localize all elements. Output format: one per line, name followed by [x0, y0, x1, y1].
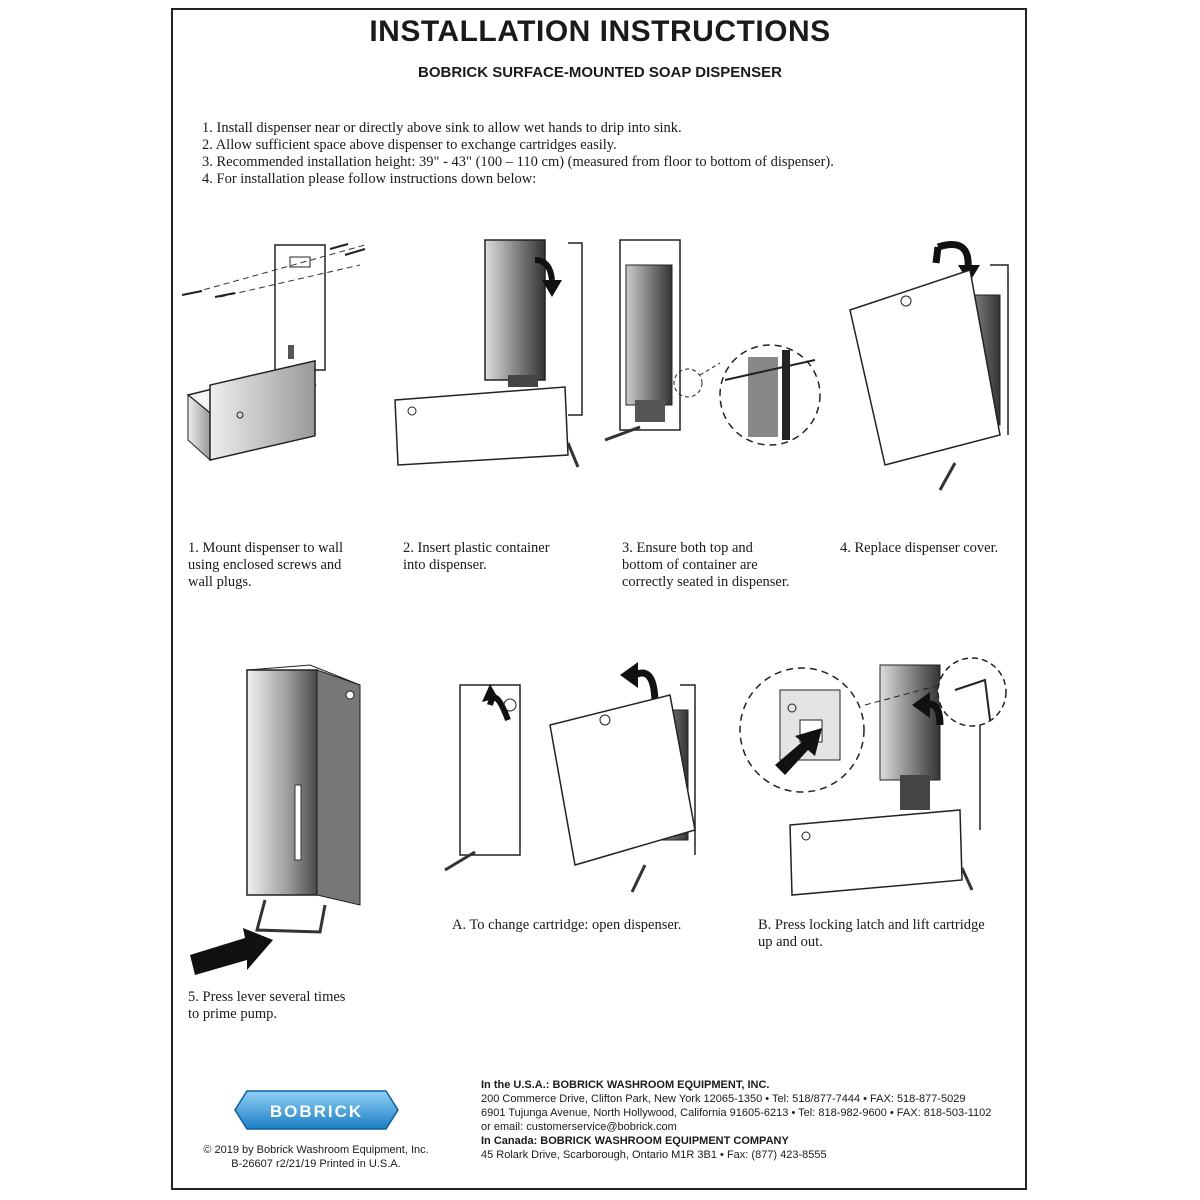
usa-address-2: 6901 Tujunga Avenue, North Hollywood, Ca… [481, 1107, 992, 1119]
page-border [171, 8, 1027, 1190]
intro-item: 3. Recommended installation height: 39" … [202, 154, 834, 170]
step4-illustration [849, 241, 1009, 491]
step3-illustration [604, 239, 821, 446]
copyright-text: © 2019 by Bobrick Washroom Equipment, In… [203, 1144, 429, 1156]
page-title: INSTALLATION INSTRUCTIONS [369, 15, 831, 48]
intro-item: 1. Install dispenser near or directly ab… [202, 120, 682, 136]
stepB-illustration [739, 657, 1007, 896]
footer-right: In the U.S.A.: BOBRICK WASHROOM EQUIPMEN… [481, 1078, 991, 1162]
step3-caption: 3. Ensure both top and bottom of contain… [622, 540, 790, 590]
logo-text: BOBRICK [270, 1102, 363, 1121]
usa-address-1: 200 Commerce Drive, Clifton Park, New Yo… [481, 1093, 966, 1105]
page-subtitle: BOBRICK SURFACE-MOUNTED SOAP DISPENSER [418, 64, 782, 81]
stepA-illustration [444, 662, 696, 893]
usa-heading: In the U.S.A.: BOBRICK WASHROOM EQUIPMEN… [481, 1079, 770, 1091]
stepA-caption: A. To change cartridge: open dispenser. [452, 917, 682, 933]
step1-caption: 1. Mount dispenser to wall using enclose… [188, 540, 344, 590]
step1-illustration [181, 243, 366, 462]
intro-list: 1. Install dispenser near or directly ab… [202, 120, 834, 188]
bobrick-logo: BOBRICK [234, 1090, 399, 1130]
usa-email: or email: customerservice@bobrick.com [481, 1121, 677, 1133]
step2-caption: 2. Insert plastic container into dispens… [403, 540, 550, 573]
step5-caption: 5. Press lever several times to prime pu… [188, 989, 346, 1022]
stepB-caption: B. Press locking latch and lift cartridg… [758, 917, 985, 950]
canada-heading: In Canada: BOBRICK WASHROOM EQUIPMENT CO… [481, 1135, 789, 1147]
canada-address: 45 Rolark Drive, Scarborough, Ontario M1… [481, 1149, 827, 1161]
intro-item: 4. For installation please follow instru… [202, 171, 537, 187]
step4-caption: 4. Replace dispenser cover. [840, 540, 999, 556]
intro-item: 2. Allow sufficient space above dispense… [202, 137, 617, 153]
step5-illustration [190, 664, 361, 975]
document-code: B-26607 r2/21/19 Printed in U.S.A. [231, 1158, 401, 1170]
step2-illustration [394, 239, 583, 468]
footer-left: © 2019 by Bobrick Washroom Equipment, In… [185, 1143, 447, 1171]
